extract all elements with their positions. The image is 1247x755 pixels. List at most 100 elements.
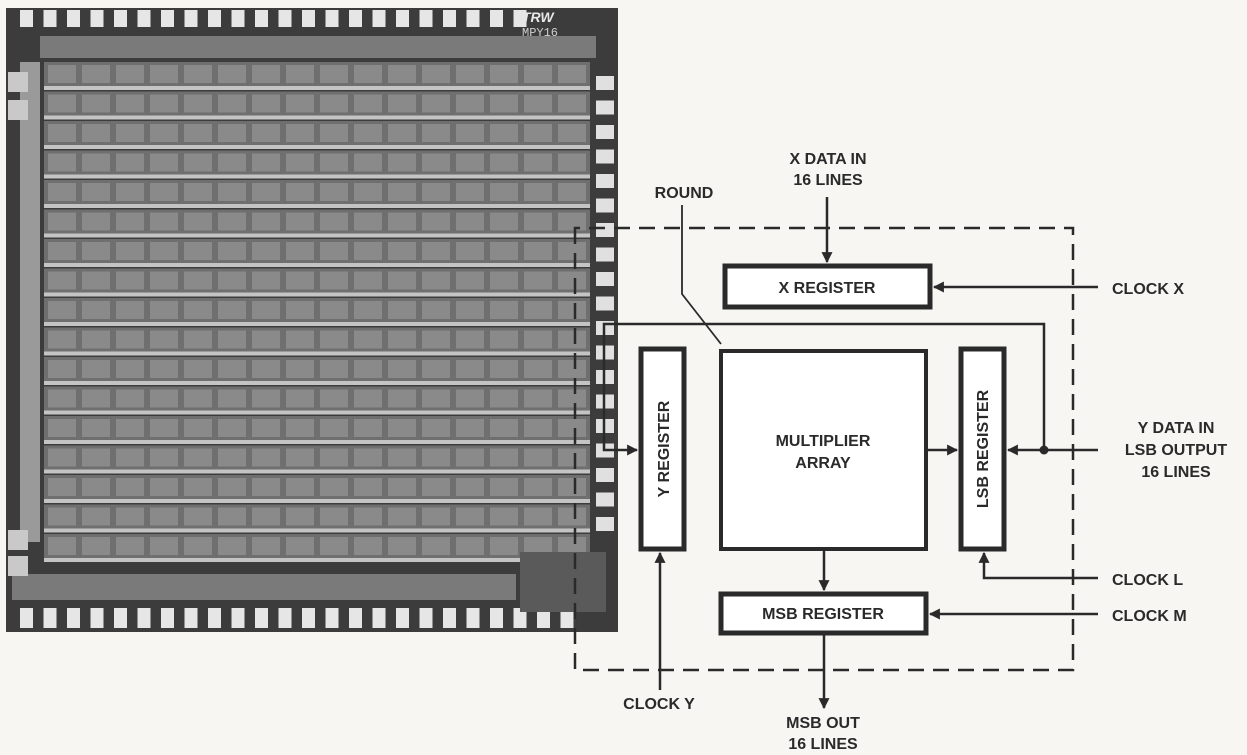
- array-cell: [456, 301, 484, 319]
- array-cell: [150, 330, 178, 349]
- array-cell: [320, 212, 348, 231]
- array-cell: [558, 153, 586, 172]
- bond-pad: [67, 608, 80, 628]
- array-cell: [456, 94, 484, 113]
- array-cell: [286, 65, 314, 83]
- bond-pads-top: [20, 10, 527, 27]
- array-cell: [116, 242, 144, 260]
- array-cell: [116, 65, 144, 83]
- array-cell: [218, 271, 246, 290]
- array-cell: [82, 94, 110, 113]
- array-cell: [218, 389, 246, 408]
- array-cell: [218, 448, 246, 467]
- array-cell: [422, 183, 450, 201]
- array-cell: [286, 389, 314, 408]
- die-left-bus: [20, 62, 40, 542]
- bond-pad: [278, 608, 292, 628]
- array-cell: [354, 124, 382, 142]
- array-cell: [524, 330, 552, 349]
- array-cell: [320, 360, 348, 378]
- array-cell: [218, 507, 246, 526]
- bond-pad: [596, 125, 614, 139]
- array-cell: [286, 124, 314, 142]
- bond-pad: [419, 10, 433, 27]
- array-cell: [490, 212, 518, 231]
- array-cell: [320, 478, 348, 496]
- array-cell: [558, 271, 586, 290]
- array-cell: [422, 360, 450, 378]
- array-cell: [422, 330, 450, 349]
- array-cell: [320, 537, 348, 555]
- clock-l-label: CLOCK L: [1112, 572, 1183, 589]
- array-cell: [456, 478, 484, 496]
- array-cell: [286, 183, 314, 201]
- array-cell: [218, 153, 246, 172]
- array-cell: [320, 271, 348, 290]
- multiplier-array-label-line1: MULTIPLIER: [776, 433, 871, 450]
- array-cell: [456, 537, 484, 555]
- round-label: ROUND: [655, 185, 714, 202]
- array-cell: [48, 271, 76, 290]
- row-bus: [44, 440, 590, 444]
- array-cell: [320, 301, 348, 319]
- bond-pad: [596, 223, 614, 237]
- array-cell: [48, 419, 76, 437]
- array-cell: [320, 94, 348, 113]
- array-cell: [558, 360, 586, 378]
- array-cell: [388, 360, 416, 378]
- array-cell: [218, 183, 246, 201]
- bond-pad: [43, 10, 57, 27]
- array-cell: [524, 153, 552, 172]
- array-cell: [82, 448, 110, 467]
- array-cell: [252, 271, 280, 290]
- array-cell: [354, 360, 382, 378]
- array-cell: [524, 537, 552, 555]
- bond-pad: [208, 10, 221, 27]
- array-cell: [558, 301, 586, 319]
- array-cell: [48, 448, 76, 467]
- bond-pad: [443, 10, 456, 27]
- row-bus: [44, 115, 590, 120]
- top-bus-row: [40, 36, 596, 58]
- array-cell: [354, 478, 382, 496]
- array-cell: [354, 419, 382, 437]
- array-cell: [82, 301, 110, 319]
- array-cell: [218, 94, 246, 113]
- array-cell: [116, 301, 144, 319]
- array-cell: [82, 271, 110, 290]
- bond-pad: [596, 492, 614, 507]
- bond-pad: [396, 608, 409, 628]
- array-cell: [320, 389, 348, 408]
- array-cell: [286, 330, 314, 349]
- array-cell: [524, 271, 552, 290]
- array-cell: [218, 360, 246, 378]
- array-cell: [150, 124, 178, 142]
- array-cell: [252, 360, 280, 378]
- array-cell: [184, 242, 212, 260]
- array-cell: [354, 212, 382, 231]
- array-cell: [48, 360, 76, 378]
- bond-pad: [90, 10, 104, 27]
- bond-pad: [537, 608, 550, 628]
- array-cell: [252, 242, 280, 260]
- bottom-bus-row: [12, 574, 516, 600]
- array-cell: [116, 330, 144, 349]
- die-logo: TRW: [522, 9, 555, 25]
- array-cell: [456, 153, 484, 172]
- array-cell: [150, 507, 178, 526]
- array-cell: [422, 94, 450, 113]
- array-cell: [524, 360, 552, 378]
- block-diagram: X REGISTER MULTIPLIER ARRAY Y REGISTER L…: [573, 151, 1227, 753]
- array-cell: [490, 242, 518, 260]
- array-cell: [150, 448, 178, 467]
- array-cell: [320, 183, 348, 201]
- bond-pad: [419, 608, 433, 628]
- array-cell: [388, 94, 416, 113]
- array-cell: [558, 65, 586, 83]
- bond-pad: [137, 10, 151, 27]
- array-cell: [320, 419, 348, 437]
- multiplier-cell-rows: [12, 36, 596, 600]
- die-left-pad: [8, 72, 28, 92]
- array-cell: [422, 212, 450, 231]
- array-cell: [286, 94, 314, 113]
